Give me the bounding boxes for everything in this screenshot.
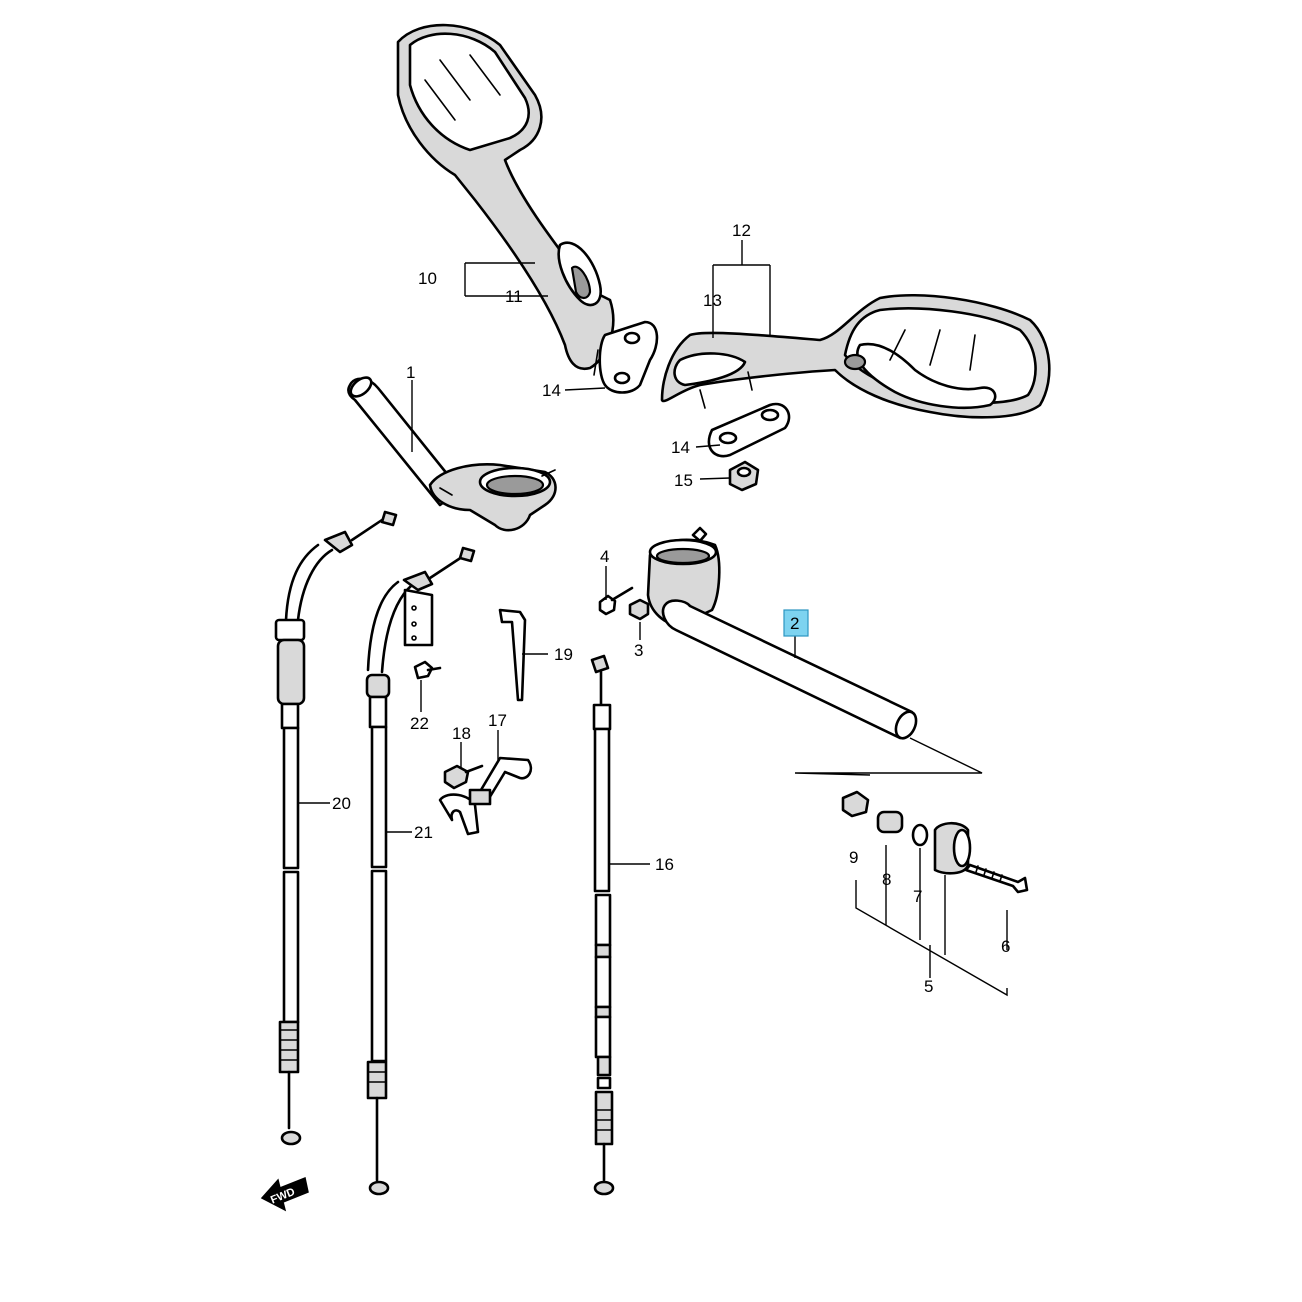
handlebar-left[interactable] xyxy=(347,374,557,532)
callout-11[interactable]: 11 xyxy=(505,287,523,306)
screw-22[interactable] xyxy=(413,660,442,680)
callout-13[interactable]: 13 xyxy=(703,291,722,310)
callout-17[interactable]: 17 xyxy=(488,711,507,730)
bolt-18[interactable] xyxy=(443,764,484,790)
section-break-marker xyxy=(794,737,983,776)
callout-14-left[interactable]: 14 xyxy=(542,381,561,400)
choke-cable-16[interactable] xyxy=(590,654,615,1196)
callout-4[interactable]: 4 xyxy=(600,547,609,566)
left-mirror-plate[interactable] xyxy=(593,320,659,394)
collar-3[interactable] xyxy=(628,598,650,621)
callout-2-highlight xyxy=(783,609,809,637)
callout-18[interactable]: 18 xyxy=(452,724,471,743)
callout-19[interactable]: 19 xyxy=(554,645,573,664)
nut-15[interactable] xyxy=(728,460,760,492)
callout-21[interactable]: 21 xyxy=(414,823,433,842)
throttle-cable-21[interactable] xyxy=(365,546,476,1196)
right-mirror-studs xyxy=(699,371,753,409)
washer-7[interactable] xyxy=(911,823,929,847)
left-mirror[interactable] xyxy=(396,23,615,371)
callout-7[interactable]: 7 xyxy=(913,887,922,906)
handlebar-right[interactable] xyxy=(646,526,920,741)
callout-8[interactable]: 8 xyxy=(882,870,891,889)
callout-16[interactable]: 16 xyxy=(655,855,674,874)
callout-9[interactable]: 9 xyxy=(849,848,858,867)
right-mirror-plate[interactable] xyxy=(707,402,791,458)
callout-15[interactable]: 15 xyxy=(674,471,693,490)
throttle-cable-20[interactable] xyxy=(274,510,398,1146)
nut-9[interactable] xyxy=(841,790,870,818)
screw-6[interactable] xyxy=(964,863,1029,894)
balancer-weight[interactable] xyxy=(933,821,972,875)
callout-3[interactable]: 3 xyxy=(634,641,643,660)
callout-5[interactable]: 5 xyxy=(924,977,933,996)
right-mirror[interactable] xyxy=(660,293,1051,419)
callout-20[interactable]: 20 xyxy=(332,794,351,813)
clamp-19[interactable] xyxy=(498,608,527,702)
forward-arrow-icon: FWD xyxy=(260,1176,309,1212)
cable-guide-17[interactable] xyxy=(438,756,533,836)
callout-labels: 1 2 3 4 5 6 7 8 9 10 11 12 13 14 14 15 1… xyxy=(332,221,1010,996)
callout-6[interactable]: 6 xyxy=(1001,937,1010,956)
callout-22[interactable]: 22 xyxy=(410,714,429,733)
callout-10[interactable]: 10 xyxy=(418,269,437,288)
bolt-4[interactable] xyxy=(598,586,634,616)
balancer-bracket xyxy=(855,845,1008,997)
spacer-8[interactable] xyxy=(876,810,904,834)
callout-14-right[interactable]: 14 xyxy=(671,438,690,457)
callout-2[interactable]: 2 xyxy=(790,614,799,633)
leader-lines xyxy=(298,240,931,978)
callout-12[interactable]: 12 xyxy=(732,221,751,240)
callout-1[interactable]: 1 xyxy=(406,363,415,382)
